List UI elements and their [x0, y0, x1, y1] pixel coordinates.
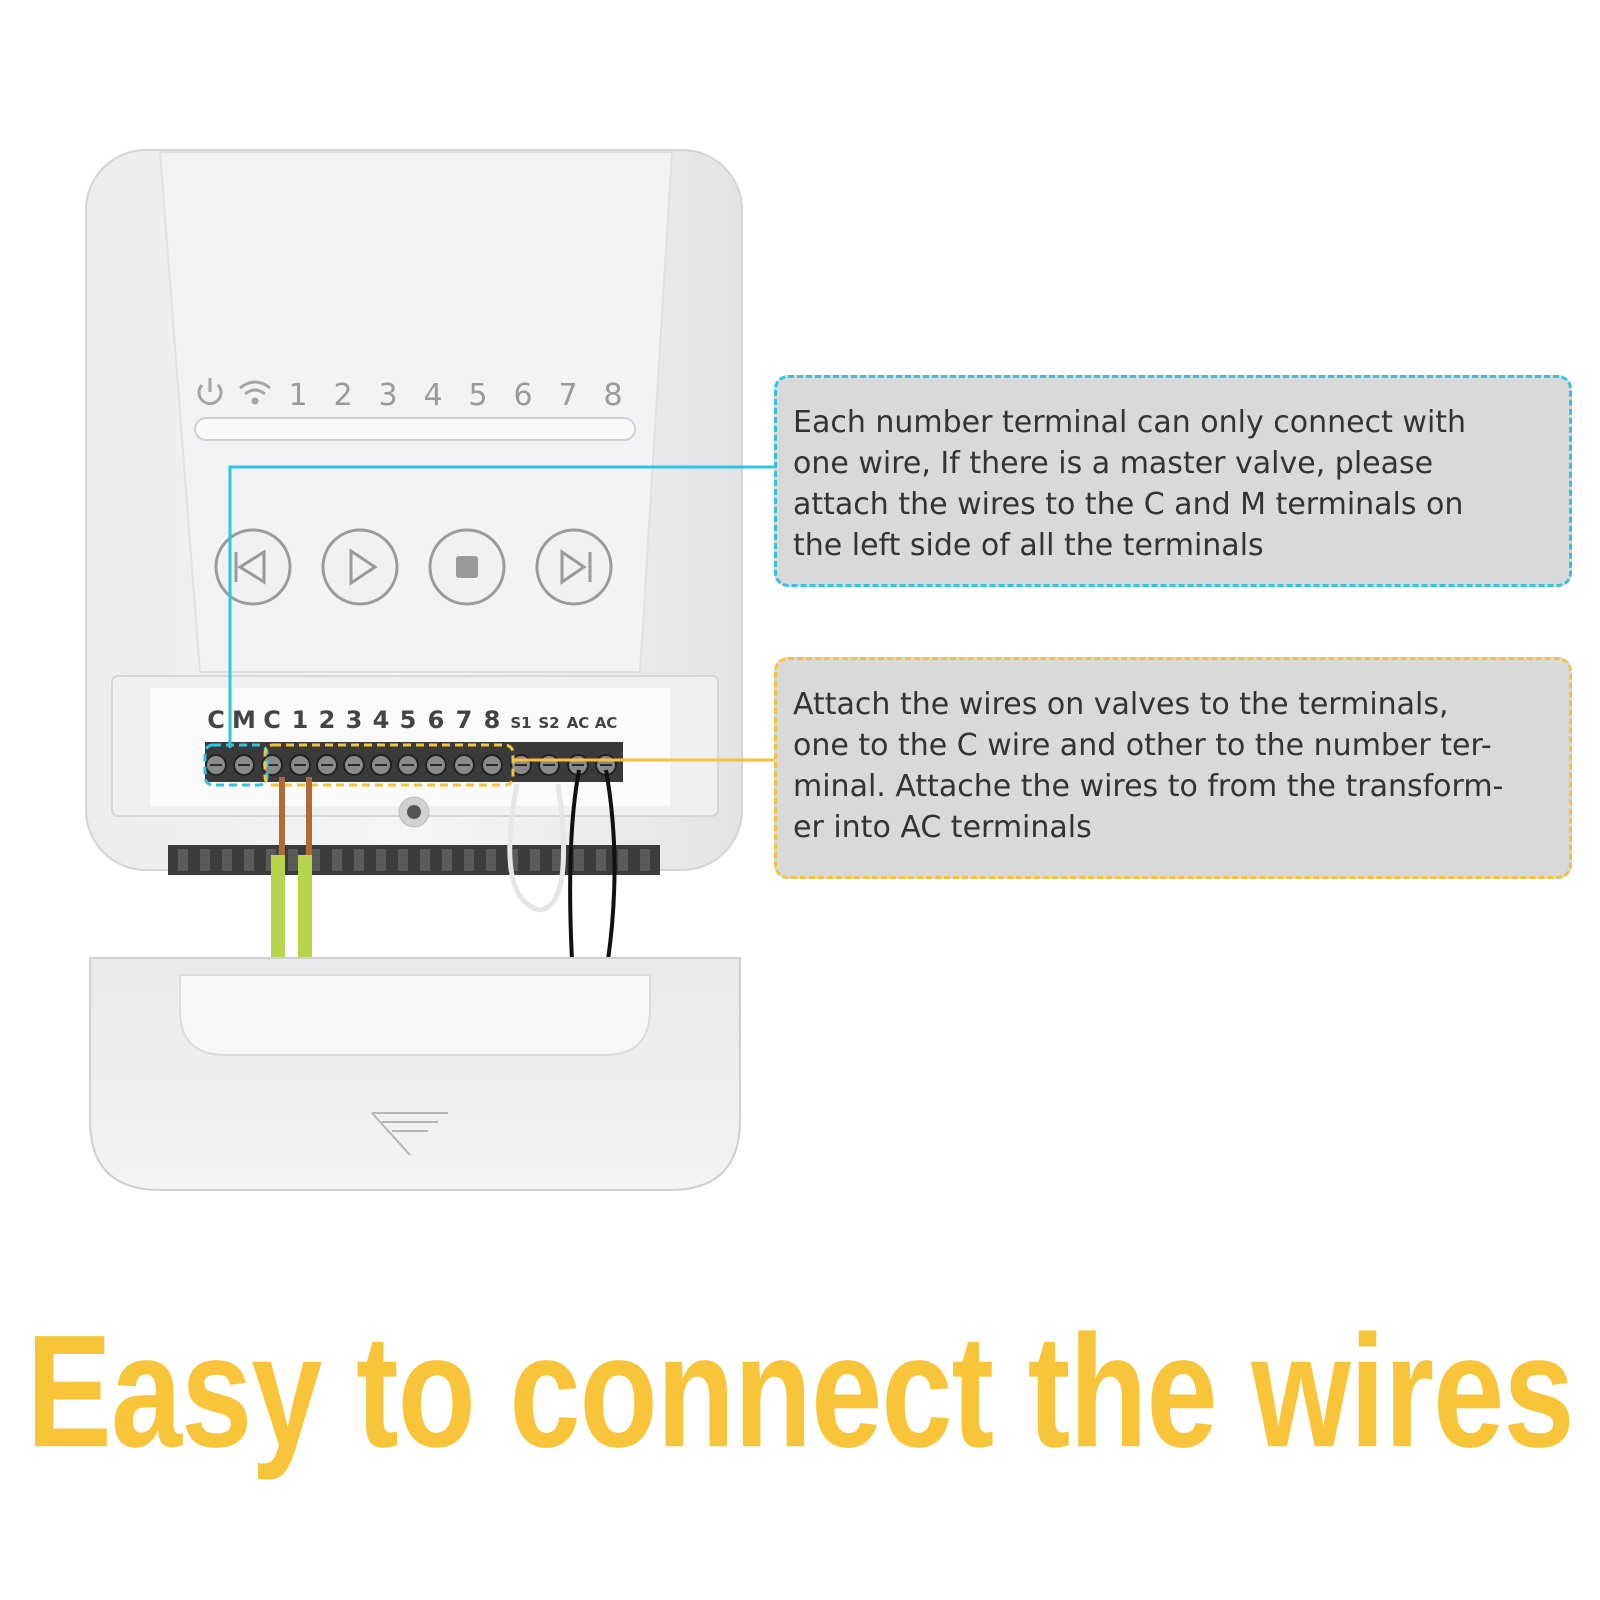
terminal-screw[interactable] [453, 754, 475, 776]
terminal-screw[interactable] [205, 754, 227, 776]
terminal-screw[interactable] [397, 754, 419, 776]
terminal-label: AC [595, 714, 618, 732]
play-icon [349, 548, 378, 586]
indicator-label: 2 [333, 378, 352, 413]
callout-line: attach the wires to the C and M terminal… [793, 487, 1464, 522]
terminal-screw[interactable] [370, 754, 392, 776]
terminal-label: 8 [484, 706, 501, 734]
callout-1-leader [228, 465, 774, 748]
valve-wiring-callout: Attach the wires on valves to the termin… [774, 657, 1572, 879]
indicator-label: 5 [468, 378, 487, 413]
terminal-label: S2 [538, 714, 559, 732]
terminal-label: 6 [428, 706, 445, 734]
zone-terminal-highlight [263, 743, 515, 787]
indicator-label: 7 [558, 378, 577, 413]
terminal-label: 5 [400, 706, 417, 734]
terminal-screw[interactable] [481, 754, 503, 776]
terminal-label: 1 [292, 706, 309, 734]
terminal-label: 7 [456, 706, 473, 734]
terminal-screw[interactable] [425, 754, 447, 776]
stop-icon [456, 556, 478, 578]
terminal-label: AC [567, 714, 590, 732]
terminal-label: C [263, 706, 281, 734]
front-panel [158, 151, 674, 673]
terminal-label: S1 [510, 714, 531, 732]
play-button[interactable] [321, 528, 399, 606]
terminal-screw[interactable] [538, 754, 560, 776]
terminal-screw[interactable] [233, 754, 255, 776]
callout-line: Attach the wires on valves to the termin… [793, 687, 1449, 722]
callout-line: minal. Attache the wires to from the tra… [793, 769, 1504, 804]
led-bar [194, 417, 636, 441]
indicator-label: 4 [423, 378, 442, 413]
callout-line: Each number terminal can only connect wi… [793, 405, 1467, 440]
callout-line: one wire, If there is a master valve, pl… [793, 446, 1434, 481]
indicator-label: 6 [513, 378, 532, 413]
vent-grille [168, 845, 660, 875]
jumper-wire [507, 783, 567, 913]
callout-line: one to the C wire and other to the numbe… [793, 728, 1492, 763]
terminal-label: 2 [319, 706, 336, 734]
cover-arrow-icon [371, 1112, 448, 1156]
indicator-label: 1 [288, 378, 307, 413]
callout-line: the left side of all the terminals [793, 528, 1264, 563]
callout-line: er into AC terminals [793, 810, 1092, 845]
terminal-label: 4 [373, 706, 390, 734]
stop-button[interactable] [428, 528, 506, 606]
headline: Easy to connect the wires [26, 1302, 1574, 1482]
terminal-label: M [232, 706, 256, 734]
skip-next-button[interactable] [535, 528, 613, 606]
transformer-wire-1 [568, 769, 581, 961]
previous-button[interactable] [214, 528, 292, 606]
indicator-label: 3 [378, 378, 397, 413]
transformer-wire-2 [604, 769, 617, 961]
indicator-label: 8 [603, 378, 622, 413]
previous-icon [234, 549, 266, 585]
terminal-screw[interactable] [343, 754, 365, 776]
terminal-screw[interactable] [289, 754, 311, 776]
terminal-label: C [207, 706, 225, 734]
wifi-icon [239, 380, 271, 405]
master-valve-callout: Each number terminal can only connect wi… [774, 375, 1572, 587]
skip-next-icon [560, 549, 592, 585]
terminal-label: 3 [346, 706, 363, 734]
power-icon [197, 378, 223, 405]
cm-terminal-highlight [203, 743, 269, 787]
terminal-screw[interactable] [316, 754, 338, 776]
